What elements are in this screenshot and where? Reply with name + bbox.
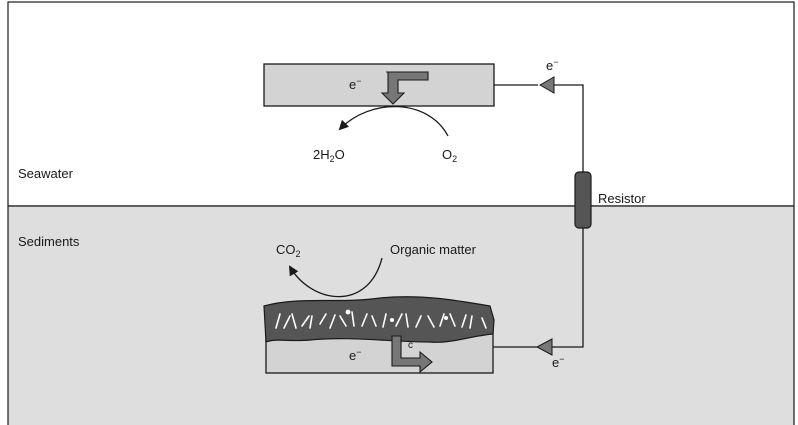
water-label: 2H2O [313, 147, 345, 164]
co2-label: CO2 [276, 242, 301, 259]
wire-top [554, 84, 584, 172]
cathode-electron-label: e− [349, 76, 362, 92]
bacteria-dot [345, 309, 351, 315]
anode-electron-label: e− [349, 347, 362, 363]
bent-arrow-down-icon [380, 71, 429, 105]
cathode-electrode [263, 63, 495, 107]
triangle-terminal-icon [535, 338, 553, 356]
organic-matter-label: Organic matter [390, 242, 477, 257]
biofilm-layer [263, 296, 495, 343]
resistor [574, 171, 592, 229]
wire-bottom [552, 228, 584, 348]
cathode-reaction-arrow [338, 105, 449, 137]
resistor-label: Resistor [598, 191, 646, 206]
bottom-electron-label: e− [552, 354, 565, 370]
bacteria-marks [275, 311, 487, 329]
seawater-label: Seawater [18, 166, 74, 181]
anode-reaction-arrow [288, 257, 383, 298]
bent-arrow-right-icon [391, 335, 433, 374]
anode-electron-mark: c [408, 340, 413, 351]
oxygen-label: O2 [442, 147, 457, 164]
sediments-label: Sediments [18, 234, 80, 249]
bacteria-dot [444, 316, 448, 320]
top-electron-label: e− [546, 57, 559, 73]
bacteria-dot [390, 318, 394, 322]
